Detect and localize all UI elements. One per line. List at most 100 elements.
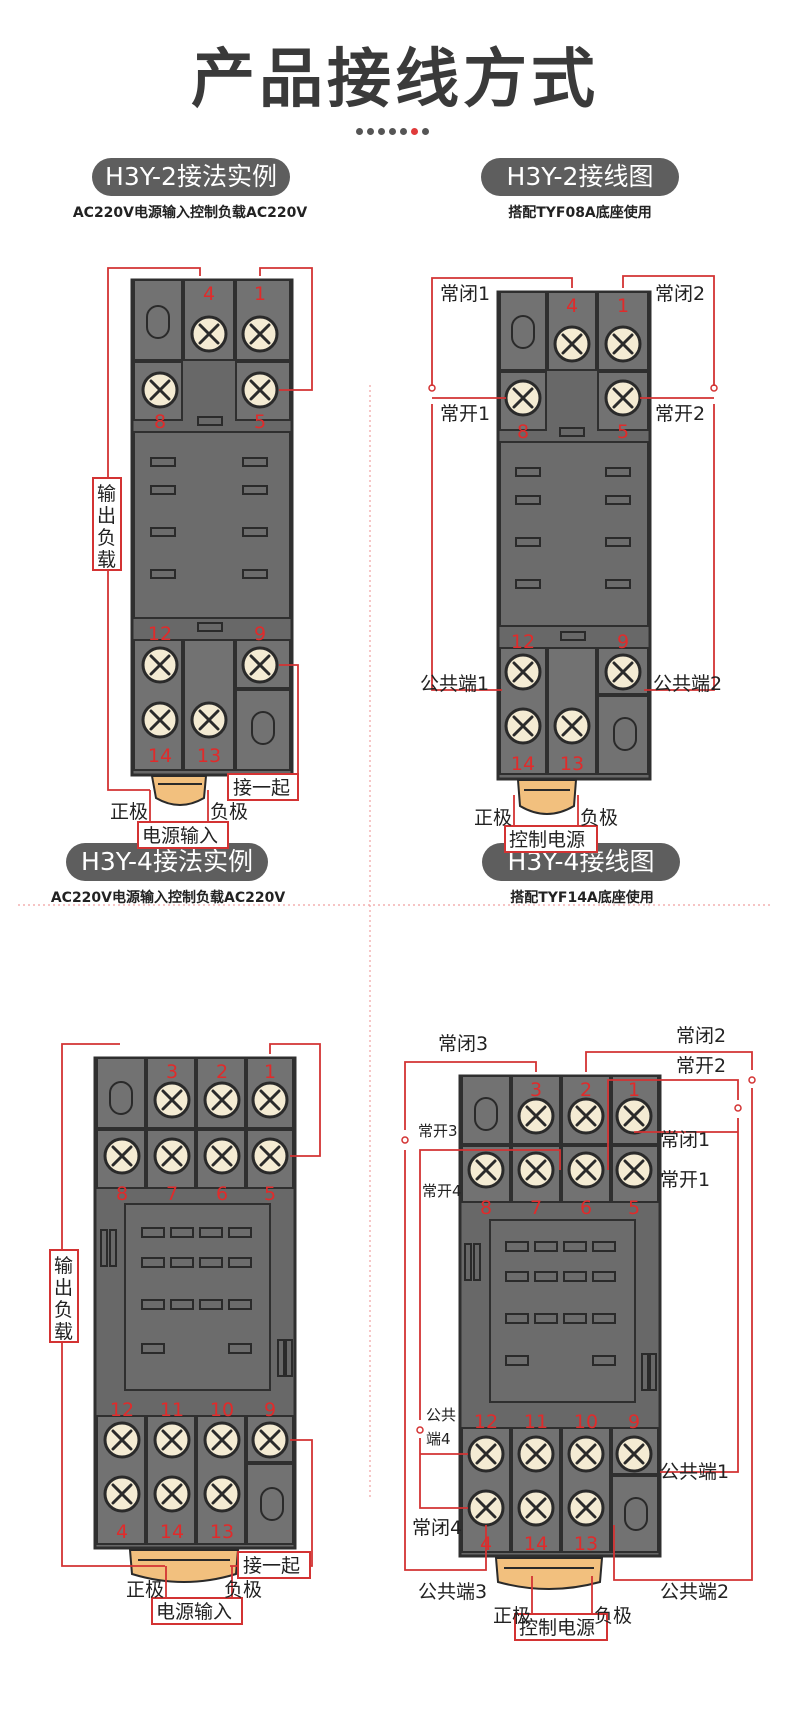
terminal-number: 11 <box>524 1411 548 1433</box>
load-label-char: 载 <box>97 549 116 571</box>
no3-label: 常开3 <box>418 1122 458 1140</box>
terminal-screw <box>504 379 542 417</box>
relay-socket-area <box>489 1219 636 1403</box>
control-power-label: 控制电源 <box>519 1617 595 1639</box>
panel3-relay-diagram: 3 2 1 8 7 6 5 12 11 10 9 4 14 13 输 出 负 载… <box>49 1043 321 1625</box>
terminal-number: 5 <box>617 421 629 443</box>
terminal-screw <box>153 1137 191 1175</box>
positive-label: 正极 <box>126 1579 164 1601</box>
power-input-label: 电源输入 <box>142 825 218 847</box>
terminal-screw <box>141 371 179 409</box>
relay-plug <box>494 1557 604 1590</box>
panel4-subtitle: 搭配TYF14A底座使用 <box>510 890 654 906</box>
label-box <box>49 1249 79 1343</box>
terminal-number: 2 <box>580 1079 592 1101</box>
terminal-screw <box>567 1435 605 1473</box>
terminal-screw <box>567 1097 605 1135</box>
label-box <box>151 1597 243 1625</box>
terminal-screw <box>615 1097 653 1135</box>
terminal-screw <box>203 1137 241 1175</box>
terminal-screw <box>567 1151 605 1189</box>
terminal-number: 9 <box>254 623 266 645</box>
terminal-screw <box>467 1435 505 1473</box>
terminal-screw <box>504 653 542 691</box>
nc1-label: 常闭1 <box>440 283 490 305</box>
no2-label: 常开2 <box>676 1055 726 1077</box>
panel2-relay-diagram: 4 1 8 5 12 9 14 13 常闭1 常闭2 常开1 常开2 公共端1 … <box>420 275 722 853</box>
terminal-screw <box>251 1137 289 1175</box>
terminal-screw <box>103 1475 141 1513</box>
join-label: 接一起 <box>233 777 290 799</box>
terminal-number: 12 <box>511 631 535 653</box>
power-input-label: 电源输入 <box>156 1601 232 1623</box>
com3-label: 公共端3 <box>418 1581 487 1603</box>
nc2-label: 常闭2 <box>655 283 705 305</box>
load-label-char: 出 <box>97 505 116 527</box>
no4-label: 常开4 <box>422 1182 462 1200</box>
terminal-number: 13 <box>210 1521 234 1543</box>
terminal-number: 5 <box>628 1197 640 1219</box>
terminal-screw <box>190 701 228 739</box>
terminal-screw <box>553 707 591 745</box>
terminal-number: 13 <box>197 745 221 767</box>
relay-socket-area <box>499 441 649 627</box>
negative-label: 负极 <box>210 801 248 823</box>
terminal-screw <box>517 1097 555 1135</box>
terminal-screw <box>467 1489 505 1527</box>
load-label-char: 输 <box>54 1255 73 1277</box>
terminal-number: 14 <box>148 745 172 767</box>
no2-label: 常开2 <box>655 403 705 425</box>
panel2-subtitle: 搭配TYF08A底座使用 <box>508 205 652 221</box>
terminal-number: 13 <box>574 1533 598 1555</box>
terminal-number: 10 <box>210 1399 234 1421</box>
relay-plug <box>128 1549 240 1583</box>
terminal-screw <box>251 1081 289 1119</box>
terminal-number: 14 <box>524 1533 548 1555</box>
com4-label-line2: 端4 <box>426 1430 451 1448</box>
title-dots <box>356 122 446 135</box>
terminal-screw <box>103 1137 141 1175</box>
load-label-char: 出 <box>54 1277 73 1299</box>
nc3-label: 常闭3 <box>438 1033 488 1055</box>
relay-plug <box>516 779 578 815</box>
no1-label: 常开1 <box>660 1169 710 1191</box>
relay-socket-area <box>124 1203 271 1391</box>
terminal-number: 6 <box>216 1183 228 1205</box>
terminal-screw <box>467 1151 505 1189</box>
terminal-number: 12 <box>110 1399 134 1421</box>
load-label-char: 输 <box>97 483 116 505</box>
terminal-screw <box>517 1435 555 1473</box>
terminal-number: 6 <box>580 1197 592 1219</box>
terminal-screw <box>251 1421 289 1459</box>
label-box <box>237 1551 311 1579</box>
terminal-screw <box>504 707 542 745</box>
load-label-char: 负 <box>97 527 116 549</box>
terminal-number: 5 <box>264 1183 276 1205</box>
label-box <box>227 773 299 801</box>
terminal-number: 1 <box>628 1079 640 1101</box>
terminal-number: 4 <box>203 283 215 305</box>
terminal-screw <box>153 1475 191 1513</box>
no1-label: 常开1 <box>440 403 490 425</box>
terminal-number: 10 <box>574 1411 598 1433</box>
terminal-screw <box>153 1081 191 1119</box>
com1-label: 公共端1 <box>420 673 489 695</box>
terminal-screw <box>517 1151 555 1189</box>
relay-plug <box>150 775 208 806</box>
panel1-subtitle: AC220V电源输入控制负载AC220V <box>72 205 308 221</box>
panel1-title: H3Y-2接法实例 <box>92 158 290 196</box>
com1-label: 公共端1 <box>660 1461 729 1483</box>
com4-label: 公共 <box>426 1406 456 1424</box>
terminal-number: 12 <box>148 623 172 645</box>
terminal-screw <box>141 701 179 739</box>
panel4-relay-diagram: 3 2 1 8 7 6 5 12 11 10 9 4 14 13 常闭3 常闭2… <box>401 1025 756 1641</box>
label-box <box>92 477 122 571</box>
terminal-number: 8 <box>480 1197 492 1219</box>
terminal-number: 9 <box>628 1411 640 1433</box>
negative-label: 负极 <box>224 1579 262 1601</box>
nc2-label: 常闭2 <box>676 1025 726 1047</box>
nc4-label: 常闭4 <box>412 1517 462 1539</box>
terminal-screw <box>567 1489 605 1527</box>
terminal-screw <box>604 379 642 417</box>
terminal-screw <box>615 1151 653 1189</box>
